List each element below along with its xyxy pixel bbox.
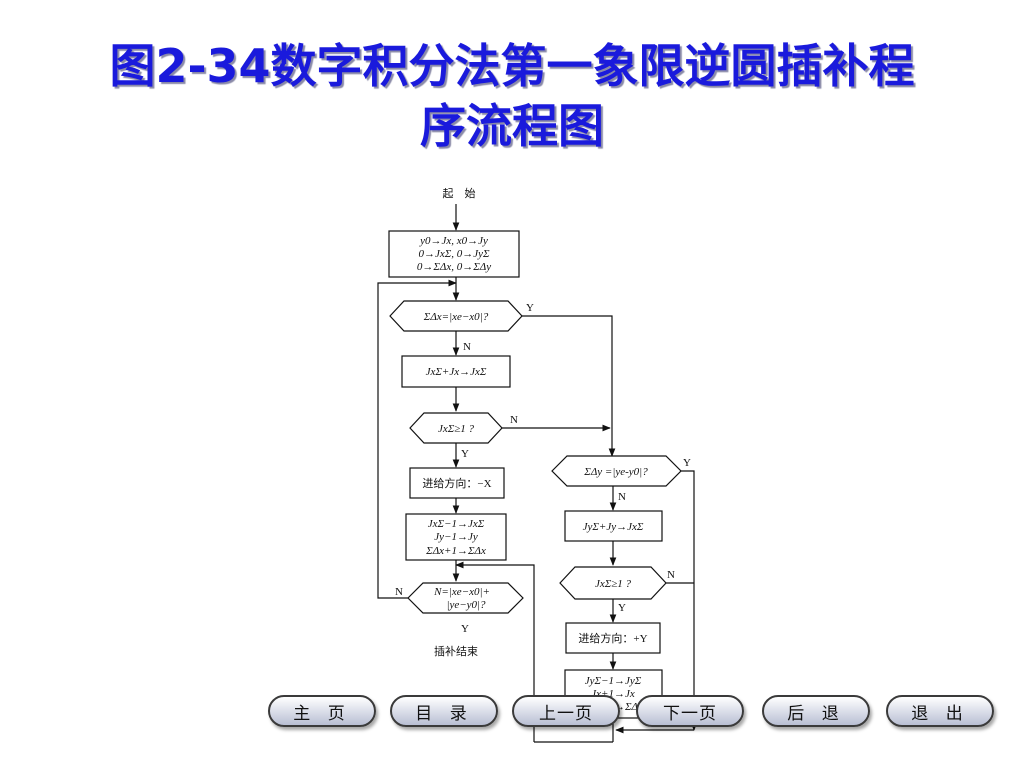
accumulate-y-label: JyΣ+Jy→JxΣ (583, 521, 644, 533)
init-line-3: 0→ΣΔx, 0→ΣΔy (417, 261, 491, 273)
label-y-over-x: Y (461, 448, 469, 460)
end-label: 插补结束 (434, 644, 478, 658)
label-n-sum-y: N (618, 491, 626, 503)
decision-sum-y-label: ΣΔy =|ye-y0|? (583, 466, 648, 478)
update-x-box (405, 513, 507, 561)
decision-end-line-2: |ye−y0|? (446, 599, 486, 611)
arrow-sum-x-yes (522, 315, 616, 457)
feed-x-box (409, 467, 505, 499)
prev-page-button[interactable]: 上一页 (512, 695, 620, 727)
accumulate-x-label: JxΣ+Jx→JxΣ (426, 366, 487, 378)
init-line-2: 0→JxΣ, 0→JyΣ (418, 248, 490, 260)
home-button[interactable]: 主 页 (268, 695, 376, 727)
back-button[interactable]: 后 退 (762, 695, 870, 727)
merge-arrow (455, 561, 535, 742)
loop-back-arrow (377, 279, 457, 599)
init-box (388, 230, 520, 278)
page-title-line-2: 序流程图 (420, 99, 604, 153)
decision-end (407, 582, 524, 614)
start-label: 起 始 (443, 186, 476, 200)
label-n-over-y: N (667, 569, 675, 581)
navigation-bar: 主 页 目 录 上一页 下一页 后 退 退 出 (268, 695, 998, 735)
decision-end-line-1: N=|xe−x0|+ (433, 586, 490, 598)
label-n-sum-x: N (463, 341, 471, 353)
label-y-over-y: Y (618, 602, 626, 614)
label-y-sum-y: Y (683, 457, 691, 469)
feed-y-box (565, 622, 661, 654)
feed-x-label: 进给方向：−X (422, 476, 491, 490)
update-x-line-3: ΣΔx+1→ΣΔx (425, 545, 486, 557)
label-y-sum-x: Y (526, 302, 534, 314)
decision-overflow-y-label: JxΣ≥1 ? (595, 578, 632, 590)
decision-overflow-x-label: JxΣ≥1 ? (438, 423, 475, 435)
arrow-sum-y-yes (681, 470, 698, 731)
label-n-over-x: N (510, 414, 518, 426)
feed-y-label: 进给方向：+Y (578, 631, 647, 645)
accumulate-y-box (564, 510, 663, 542)
decision-sum-x-label: ΣΔx=|xe−x0|? (423, 311, 489, 323)
label-y-end: Y (461, 623, 469, 635)
update-x-line-2: Jy−1→Jy (434, 531, 478, 543)
init-line-1: y0→Jx, x0→Jy (419, 235, 488, 247)
update-x-line-1: JxΣ−1→JxΣ (428, 518, 485, 530)
label-n-end: N (395, 586, 403, 598)
exit-button[interactable]: 退 出 (886, 695, 994, 727)
update-y-line-1: JyΣ−1→JyΣ (585, 675, 642, 687)
next-page-button[interactable]: 下一页 (636, 695, 744, 727)
toc-button[interactable]: 目 录 (390, 695, 498, 727)
page-title-line-1: 图2-34数字积分法第一象限逆圆插补程 (109, 39, 915, 93)
